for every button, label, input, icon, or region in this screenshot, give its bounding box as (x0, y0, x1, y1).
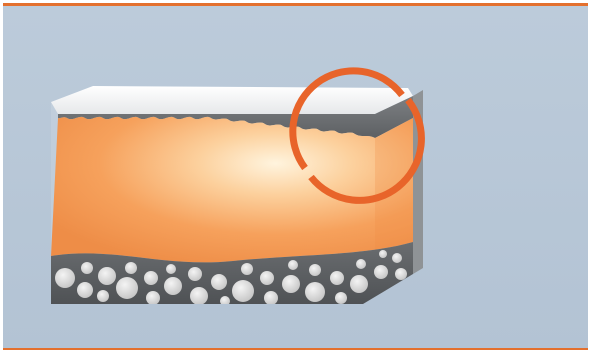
fat-cell (164, 277, 182, 295)
skin-block (51, 86, 423, 306)
fat-cell (188, 267, 202, 281)
dermis-layer (51, 117, 413, 263)
fat-cell (288, 260, 298, 270)
fat-cell (232, 280, 254, 302)
fat-cell (166, 264, 176, 274)
fat-cell (81, 262, 93, 274)
fat-cell (98, 267, 116, 285)
illustration-panel (3, 3, 588, 350)
fat-cell (211, 274, 227, 290)
fat-cell (395, 268, 407, 280)
fat-cell (260, 271, 274, 285)
fat-cell (264, 291, 278, 305)
fat-cell (55, 268, 75, 288)
fat-cell (116, 277, 138, 299)
fat-cell (190, 287, 208, 305)
fat-cell (146, 291, 160, 305)
fat-cell (330, 271, 344, 285)
fat-cell (392, 253, 402, 263)
fat-cell (305, 282, 325, 302)
fat-cell (379, 250, 387, 258)
top-surface-layer (51, 86, 413, 114)
fat-cell (125, 262, 137, 274)
fat-cell (241, 263, 253, 275)
fat-cell (282, 275, 300, 293)
fat-cell (144, 271, 158, 285)
skin-layers-illustration (3, 6, 588, 348)
fat-cell (374, 265, 388, 279)
fat-cell (335, 292, 347, 304)
fat-cell (77, 282, 93, 298)
fat-cell (97, 290, 109, 302)
fat-cell (356, 259, 366, 269)
fat-cell (309, 264, 321, 276)
fat-cell (350, 275, 368, 293)
dermis-side-shade (375, 118, 413, 252)
